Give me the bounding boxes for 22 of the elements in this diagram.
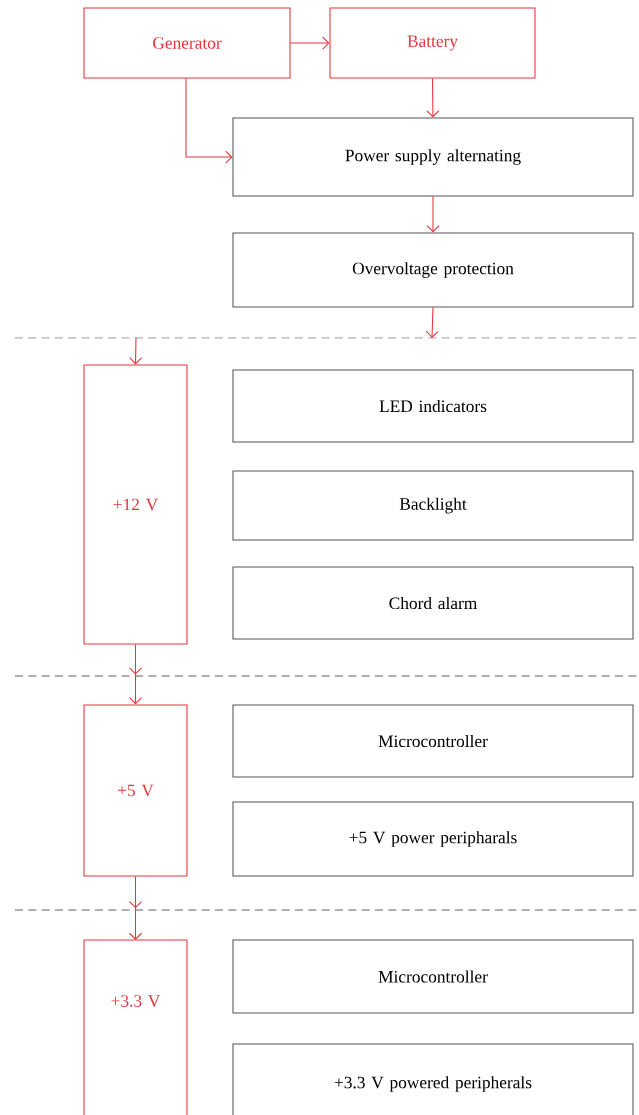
arrow — [129, 337, 143, 365]
arrow — [128, 876, 143, 940]
arrow — [426, 196, 440, 233]
block-box: Overvoltage protection — [232, 232, 634, 308]
source-box: Battery — [329, 7, 536, 79]
block-box: Chord alarm — [232, 566, 634, 640]
block-box: Power supply alternating — [232, 117, 634, 197]
block-box: Microcontroller — [232, 939, 634, 1014]
arrow — [185, 77, 233, 164]
block-box: LED indicators — [232, 369, 634, 443]
arrow — [128, 644, 143, 705]
block-box: Backlight — [232, 470, 634, 541]
arrow — [426, 78, 440, 118]
power-rail-box: +12 V — [83, 364, 188, 645]
power-rail-box: +5 V — [83, 704, 188, 877]
block-box: +5 V power peripharals — [232, 801, 634, 877]
source-box: Generator — [83, 7, 291, 79]
power-rail-box: +3.3 V — [83, 939, 188, 1115]
block-box: +3.3 V powered peripherals — [232, 1043, 634, 1115]
arrow — [290, 36, 330, 50]
arrow — [425, 307, 439, 338]
block-box: Microcontroller — [232, 704, 634, 778]
